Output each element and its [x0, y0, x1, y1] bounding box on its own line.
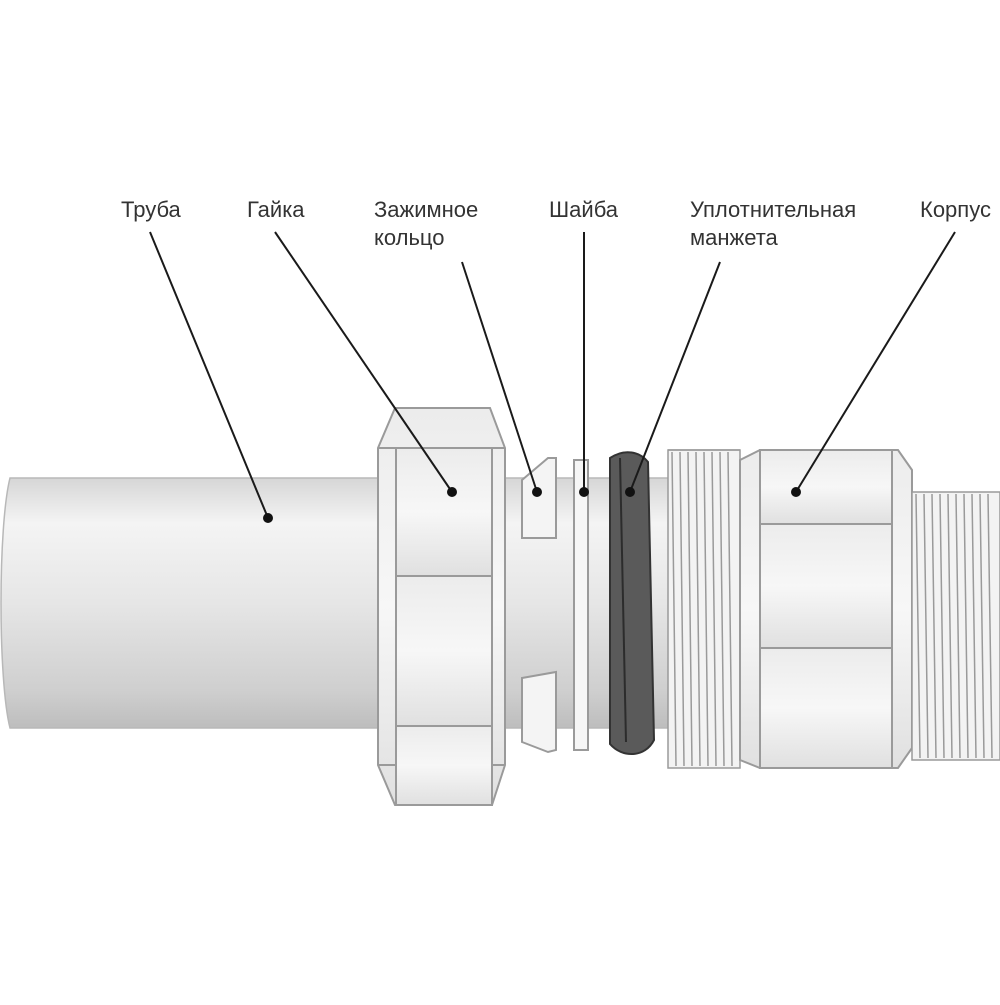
thread-ridge — [695, 451, 701, 767]
leader-clamp-ring — [461, 261, 538, 493]
label-nut: Гайка — [247, 197, 305, 222]
dot-clamp-ring — [532, 487, 542, 497]
body-thread — [667, 449, 741, 769]
label-body: Корпус — [920, 197, 991, 222]
leader-dots — [263, 487, 801, 523]
dot-washer — [579, 487, 589, 497]
leader-seal — [629, 261, 721, 493]
thread-ridge — [979, 493, 985, 759]
thread-ridge — [987, 493, 993, 759]
thread-ridge — [915, 493, 921, 759]
leader-lines — [149, 231, 956, 519]
dot-pipe — [263, 513, 273, 523]
dot-body — [791, 487, 801, 497]
thread-ridge — [687, 451, 693, 767]
leader-body — [795, 231, 956, 493]
leader-nut — [274, 231, 453, 493]
thread-ridge — [679, 451, 685, 767]
thread-ridge — [711, 451, 717, 767]
thread-ridge — [955, 493, 961, 759]
body-outlet-thread — [911, 491, 1000, 761]
washer — [573, 459, 589, 751]
thread-ridge — [947, 493, 953, 759]
thread-ridge — [719, 451, 725, 767]
pipe — [0, 477, 681, 729]
seal — [609, 451, 656, 755]
thread-ridge — [939, 493, 945, 759]
leader-pipe — [149, 231, 269, 519]
label-pipe: Труба — [121, 197, 181, 222]
dot-nut — [447, 487, 457, 497]
thread-ridge — [727, 451, 733, 767]
dot-seal — [625, 487, 635, 497]
thread-ridge — [703, 451, 709, 767]
thread-ridge — [671, 451, 677, 767]
body-hex — [739, 449, 913, 769]
label-clamp-ring: Зажимное кольцо — [374, 197, 479, 250]
thread-ridge — [963, 493, 969, 759]
clamp-ring — [521, 457, 557, 754]
thread-ridge — [971, 493, 977, 759]
label-seal: Уплотнительная манжета — [690, 197, 857, 250]
label-washer: Шайба — [549, 197, 619, 222]
thread-ridge — [931, 493, 937, 759]
thread-ridge — [923, 493, 929, 759]
nut — [377, 407, 506, 806]
